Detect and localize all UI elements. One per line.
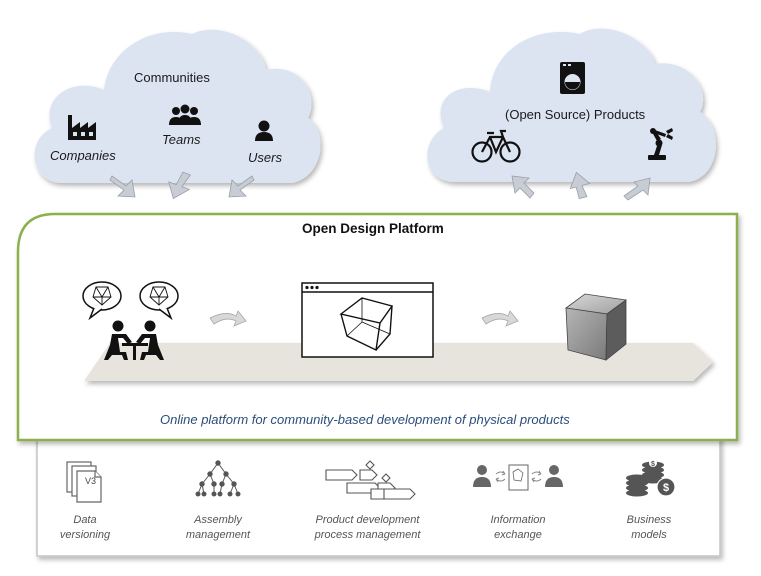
communities-cloud [34,29,321,184]
robot-arm-icon [648,128,673,160]
arrow-icon [569,171,591,200]
polyhedron-icon [92,286,169,306]
users-label: Users [248,150,282,165]
factory-icon [68,115,96,140]
process-flow-icon [325,460,416,500]
community-arrows [109,171,255,200]
platform-subtitle: Online platform for community-based deve… [160,412,570,427]
feature-label-line: exchange [494,529,542,541]
communities-title: Communities [134,70,210,85]
feature-label-line: Business [626,514,672,526]
teams-label: Teams [162,132,201,147]
svg-text:$: $ [651,461,655,468]
arrow-icon [109,175,136,198]
wireframe-cube-icon [339,297,394,352]
version-tag: V3 [85,476,97,486]
bicycle-icon [471,129,521,163]
feature-assembly: Assembly management [182,513,254,543]
flow-arrows [209,310,519,327]
svg-text:$: $ [663,482,669,494]
team-icon [169,104,201,125]
user-icon [255,120,273,141]
products-cloud [427,28,716,182]
arrow-icon [481,310,519,327]
feature-info: Information exchange [478,513,558,543]
document-versions-icon [66,461,102,503]
arrow-icon [228,175,255,198]
money-coins-icon: $ $ [626,459,676,497]
browser-window-icon [301,282,434,358]
feature-label-line: versioning [59,529,111,541]
product-arrows [511,171,651,201]
feature-label-line: Product development [315,514,420,526]
companies-label: Companies [50,148,116,163]
meeting-icon [104,320,164,360]
feature-label-line: Assembly [194,514,242,526]
arrow-icon [209,310,247,327]
information-exchange-icon [473,464,563,491]
platform-title: Open Design Platform [302,221,444,236]
feature-label-line: models [631,529,667,541]
feature-data-versioning: Data versioning [55,513,115,543]
process-ribbon [84,343,713,381]
arrow-icon [623,177,651,201]
arrow-icon [168,171,192,200]
speech-bubble-icon [82,281,179,321]
feature-process: Product development process management [305,513,430,543]
feature-label-line: process management [314,529,421,541]
feature-business: Business models [614,513,684,543]
products-title: (Open Source) Products [505,107,646,122]
washing-machine-icon [560,62,585,94]
arrow-icon [511,175,535,199]
solid-cube-icon [564,293,628,361]
feature-label-line: Data [73,514,97,526]
assembly-tree-icon [195,460,241,497]
feature-label-line: Information [490,514,546,526]
feature-label-line: management [185,529,251,541]
